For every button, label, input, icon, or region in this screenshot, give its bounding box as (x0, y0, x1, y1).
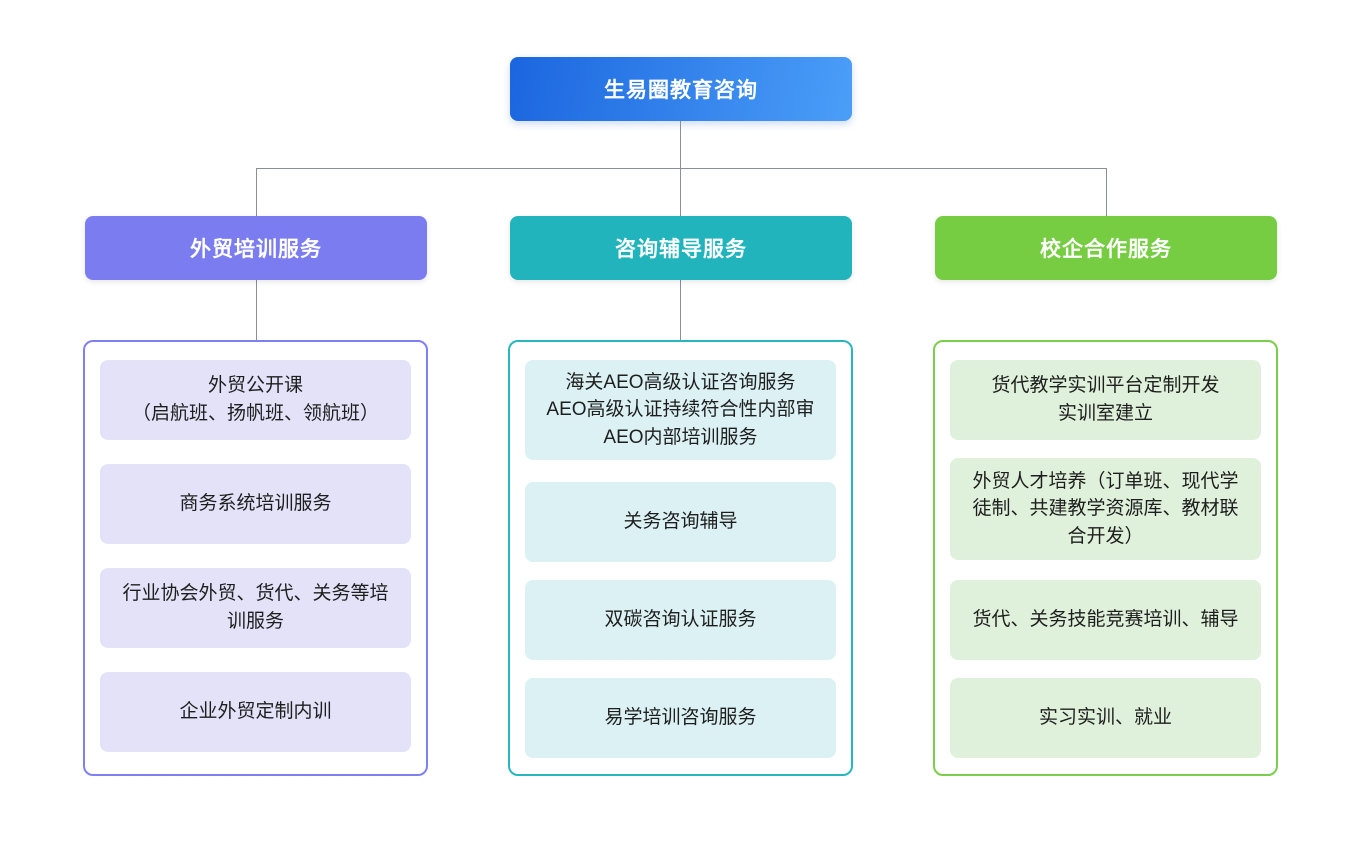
leaf-node: 商务系统培训服务 (100, 464, 411, 544)
leaf-node: 外贸公开课 （启航班、扬帆班、领航班） (100, 360, 411, 440)
branch-group-school-enterprise: 货代教学实训平台定制开发 实训室建立 外贸人才培养（订单班、现代学 徒制、共建教… (933, 340, 1278, 776)
branch-group-foreign-trade-training: 外贸公开课 （启航班、扬帆班、领航班） 商务系统培训服务 行业协会外贸、货代、关… (83, 340, 428, 776)
leaf-node: 企业外贸定制内训 (100, 672, 411, 752)
connector-drop-branch-1 (256, 168, 257, 216)
branch-header-foreign-trade-training: 外贸培训服务 (85, 216, 427, 280)
leaf-node: 货代、关务技能竞赛培训、辅导 (950, 580, 1261, 660)
leaf-node: 海关AEO高级认证咨询服务 AEO高级认证持续符合性内部审 AEO内部培训服务 (525, 360, 836, 460)
branch-group-consulting-coaching: 海关AEO高级认证咨询服务 AEO高级认证持续符合性内部审 AEO内部培训服务 … (508, 340, 853, 776)
branch-header-school-enterprise: 校企合作服务 (935, 216, 1277, 280)
connector-drop-branch-3 (1106, 168, 1107, 216)
branch-header-consulting-coaching: 咨询辅导服务 (510, 216, 852, 280)
connector-branch-2-children (680, 280, 681, 340)
leaf-node: 关务咨询辅导 (525, 482, 836, 562)
connector-branch-1-children (256, 280, 257, 340)
connector-horizontal (256, 168, 1107, 169)
leaf-node: 货代教学实训平台定制开发 实训室建立 (950, 360, 1261, 440)
leaf-node: 实习实训、就业 (950, 678, 1261, 758)
leaf-node: 易学培训咨询服务 (525, 678, 836, 758)
leaf-node: 行业协会外贸、货代、关务等培 训服务 (100, 568, 411, 648)
leaf-node: 双碳咨询认证服务 (525, 580, 836, 660)
root-node: 生易圈教育咨询 (510, 57, 852, 121)
leaf-node: 外贸人才培养（订单班、现代学 徒制、共建教学资源库、教材联 合开发） (950, 458, 1261, 560)
connector-root-drop (680, 121, 681, 168)
connector-drop-branch-2 (680, 168, 681, 216)
